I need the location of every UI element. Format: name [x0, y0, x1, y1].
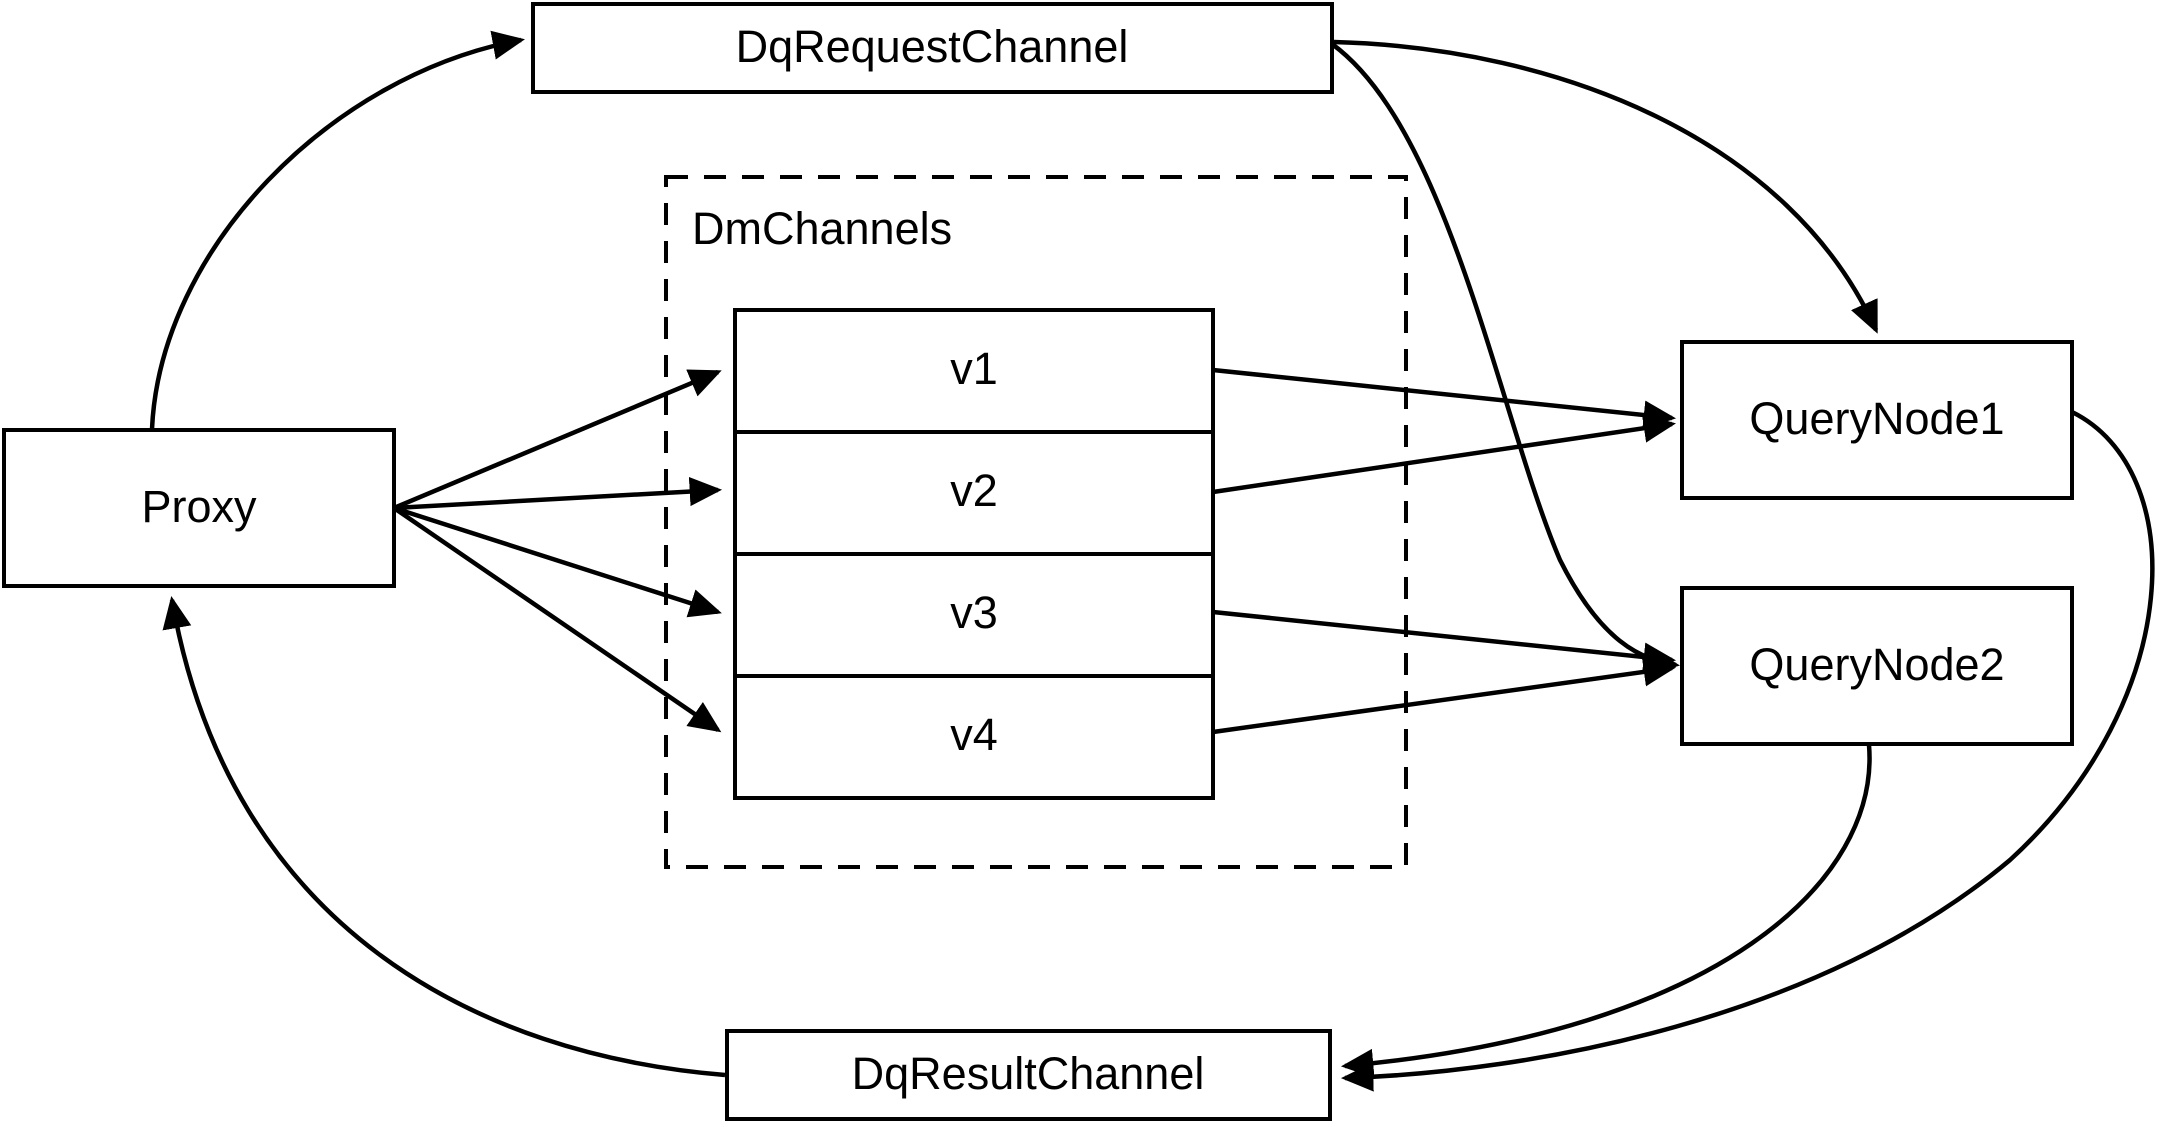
- table-row-v4[interactable]: v4: [950, 709, 998, 760]
- node-querynode2[interactable]: QueryNode2: [1680, 586, 2074, 746]
- edge-v4-to-querynode2: [1212, 657, 1677, 735]
- node-dqrequestchannel-box[interactable]: [531, 2, 1334, 94]
- table-row-v1[interactable]: v1: [950, 343, 998, 394]
- node-dqrequestchannel-label: DqRequestChannel: [736, 21, 1129, 72]
- node-proxy-box[interactable]: [2, 428, 396, 588]
- node-querynode1-box[interactable]: [1680, 340, 2074, 500]
- dmchannels-table: v1 v2 v3 v4: [733, 308, 1215, 800]
- edge-proxy-to-v3: [393, 505, 722, 618]
- edge-querynode1-to-dqresultchannel: [1340, 409, 2155, 1092]
- edge-v3-to-querynode2: [1212, 609, 1677, 672]
- edge-dqrequestchannel-to-querynode1: [1333, 39, 1879, 334]
- node-dqrequestchannel[interactable]: DqRequestChannel: [531, 2, 1334, 94]
- edge-dqrequestchannel-to-querynode2: [1330, 42, 1681, 676]
- node-querynode2-label: QueryNode2: [1749, 639, 2004, 690]
- node-querynode1[interactable]: QueryNode1: [1680, 340, 2074, 500]
- node-dqresultchannel-box[interactable]: [725, 1029, 1332, 1121]
- table-row-v2[interactable]: v2: [950, 465, 998, 516]
- edge-proxy-to-v4: [392, 506, 722, 733]
- dmchannels-group: DmChannels: [664, 175, 1408, 869]
- node-dqresultchannel-label: DqResultChannel: [852, 1048, 1205, 1099]
- edge-proxy-to-dqrequestchannel: [149, 30, 525, 430]
- node-dqresultchannel[interactable]: DqResultChannel: [725, 1029, 1332, 1121]
- edge-v1-to-querynode1: [1212, 367, 1677, 430]
- edge-querynode2-to-dqresultchannel: [1340, 744, 1872, 1078]
- node-proxy-label: Proxy: [141, 481, 257, 532]
- dmchannels-group-border: [664, 175, 1408, 869]
- node-proxy[interactable]: Proxy: [2, 428, 396, 588]
- dmchannels-group-label: DmChannels: [692, 203, 952, 254]
- node-querynode2-box[interactable]: [1680, 586, 2074, 746]
- node-querynode1-label: QueryNode1: [1749, 393, 2004, 444]
- edge-proxy-to-v1: [393, 369, 722, 511]
- edge-dqresultchannel-to-proxy: [162, 596, 726, 1078]
- table-row-v3[interactable]: v3: [950, 587, 998, 638]
- edge-v2-to-querynode1: [1212, 413, 1677, 495]
- edge-proxy-to-v2: [393, 477, 723, 511]
